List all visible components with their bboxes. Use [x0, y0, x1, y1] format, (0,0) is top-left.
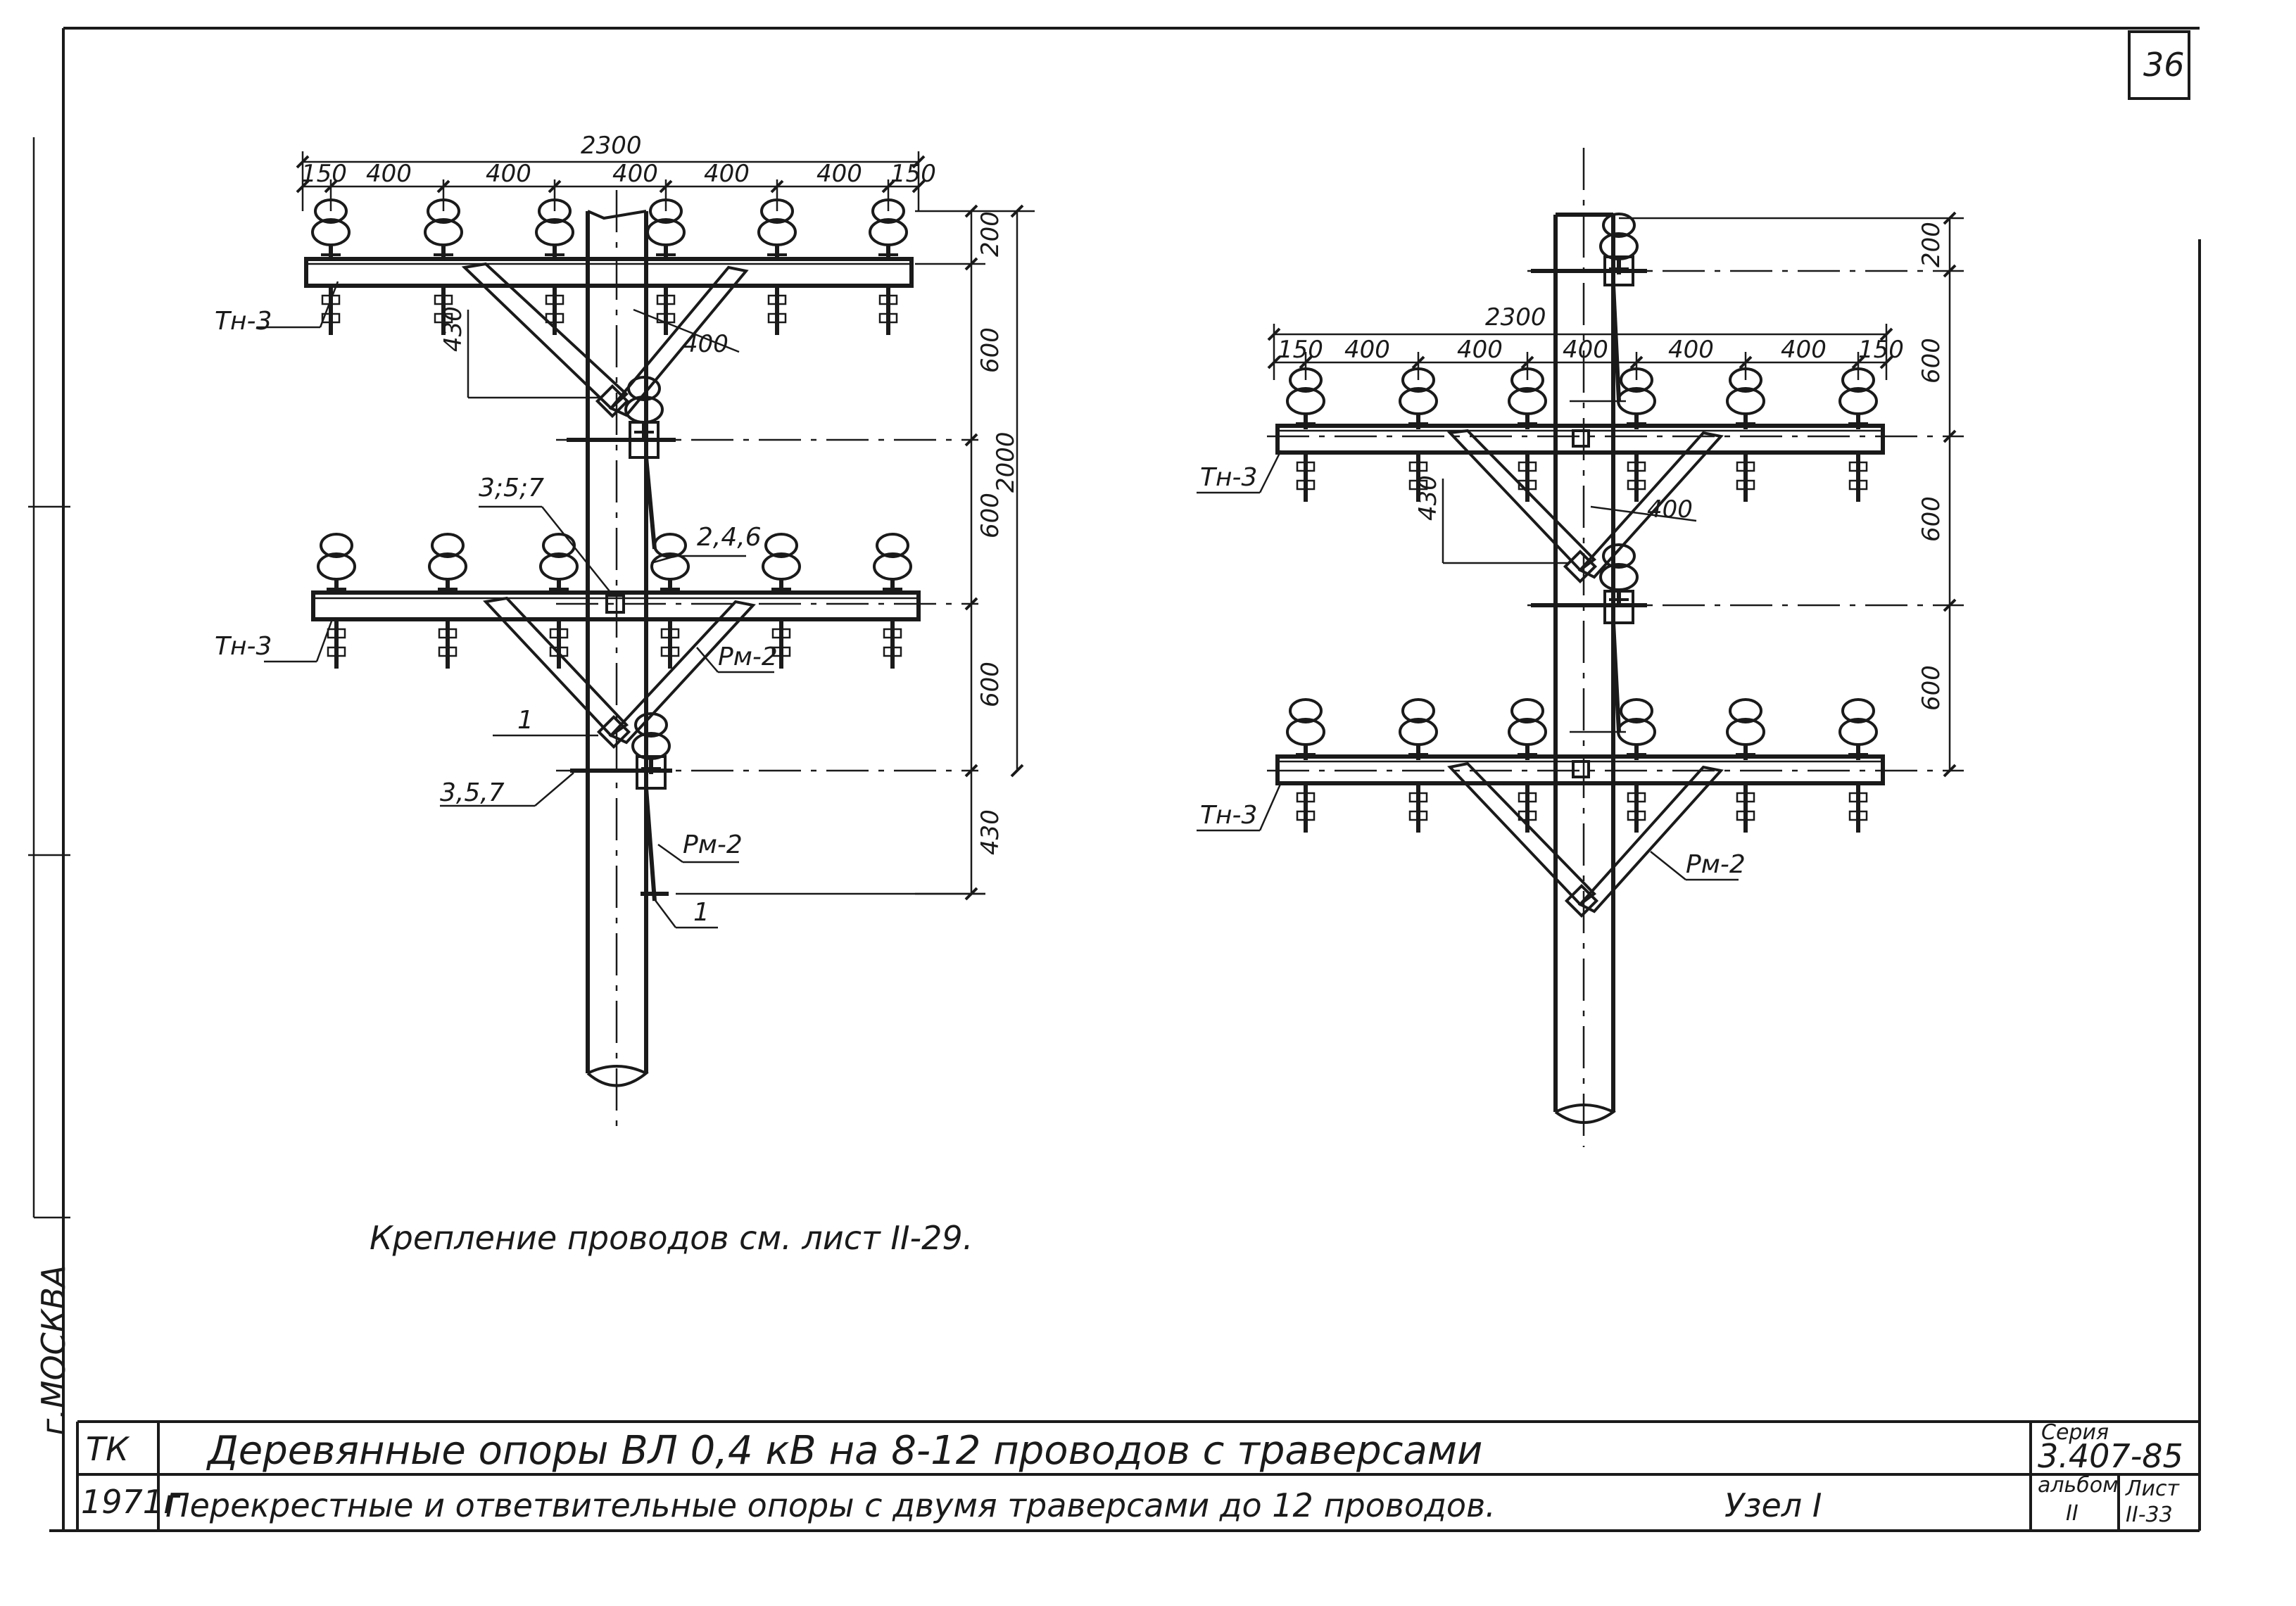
sheet-label: Лист [2125, 1477, 2181, 1501]
right-spacing-7: 150 [1858, 336, 1904, 364]
left-label-parts-b: 2,4,6 [697, 523, 762, 552]
right-label-rm2: Рм-2 [1686, 850, 1746, 879]
left-label-rm2-mid: Рм-2 [718, 643, 778, 671]
year: 1971г [81, 1483, 181, 1521]
right-spacing-5: 400 [1668, 336, 1714, 364]
left-vertical-dimensions [676, 204, 1035, 901]
left-top-insulators [313, 200, 907, 335]
node-label: Узел I [1724, 1486, 1822, 1524]
left-brace-height: 430 [439, 306, 467, 352]
left-support: 2300 150 400 400 400 400 400 150 200 600… [215, 132, 1035, 1126]
right-spacing-3: 400 [1457, 336, 1503, 364]
right-horizontal-dimensions [1267, 324, 1893, 380]
right-label-tn3-bottom: Тн-3 [1200, 801, 1257, 830]
left-label-tn3-mid: Тн-3 [215, 632, 272, 661]
left-mid-crossarm [311, 590, 921, 621]
left-top-crossarm [304, 257, 914, 288]
left-vdim-600-a: 600 [976, 327, 1004, 373]
right-vdim-200: 200 [1917, 222, 1945, 267]
right-spacing-6: 400 [1781, 336, 1827, 364]
right-lower-insulators [1287, 700, 1876, 833]
left-horizontal-dimensions [296, 151, 926, 211]
org-code: ТК [86, 1430, 130, 1468]
album-label: альбом [2038, 1473, 2119, 1498]
right-support: 2300 150 400 400 400 400 400 150 200 600… [1197, 148, 1964, 1147]
left-overall-width: 2300 [581, 132, 642, 160]
title-block [76, 1420, 2200, 1531]
right-spacing-2: 400 [1344, 336, 1390, 364]
drawing-title: Деревянные опоры ВЛ 0,4 кВ на 8-12 прово… [206, 1428, 1482, 1474]
sheet-code: II-33 [2126, 1503, 2173, 1527]
left-label-tn3-top: Тн-3 [215, 307, 272, 336]
left-vdim-430: 430 [976, 809, 1004, 855]
left-vdim-200: 200 [976, 211, 1004, 257]
left-spacing-3: 400 [486, 160, 531, 188]
right-vdim-600-b: 600 [1917, 496, 1945, 542]
series-number: 3.407-85 [2038, 1437, 2183, 1475]
left-spacing-1: 150 [301, 160, 347, 188]
right-vdim-600-a: 600 [1917, 338, 1945, 384]
left-total-height: 2000 [992, 431, 1020, 493]
left-mid-insulators [318, 534, 911, 669]
right-vdim-600-c: 600 [1917, 665, 1945, 711]
left-spacing-2: 400 [366, 160, 412, 188]
left-label-parts-a: 3;5;7 [479, 474, 544, 502]
drawing-subtitle: Перекрестные и ответвительные опоры с дв… [165, 1486, 1496, 1524]
right-overall-width: 2300 [1485, 303, 1546, 331]
left-label-bolt-bottom: 1 [693, 898, 709, 927]
album-number: II [2066, 1501, 2079, 1526]
left-label-clamp: 3,5,7 [440, 778, 505, 807]
right-upper-insulators [1287, 369, 1876, 502]
left-spacing-6: 400 [816, 160, 862, 188]
left-brace-offset: 400 [683, 330, 728, 358]
left-vdim-600-b: 600 [976, 493, 1004, 538]
left-spacing-4: 400 [612, 160, 658, 188]
right-label-tn3-top: Тн-3 [1200, 463, 1257, 492]
right-upper-crossarm [1275, 424, 1885, 455]
sheet-frame [28, 27, 2201, 1532]
right-spacing-1: 150 [1278, 336, 1323, 364]
right-brace-height: 430 [1414, 475, 1442, 521]
right-vertical-dimensions [1619, 211, 1964, 778]
sheet-number: 36 [2143, 46, 2185, 84]
sheet-number-box [2128, 30, 2190, 100]
left-vdim-600-c: 600 [976, 662, 1004, 707]
left-spacing-7: 150 [890, 160, 936, 188]
mounting-note: Крепление проводов см. лист II-29. [370, 1219, 973, 1257]
left-spacing-5: 400 [704, 160, 750, 188]
series-label: Серия [2041, 1420, 2109, 1445]
city-stamp: г.МОСКВА [34, 1265, 72, 1436]
right-brace-offset: 400 [1647, 495, 1693, 524]
left-label-bolt-low: 1 [517, 706, 534, 735]
right-spacing-4: 400 [1563, 336, 1608, 364]
left-label-rm2-low: Рм-2 [683, 830, 743, 859]
